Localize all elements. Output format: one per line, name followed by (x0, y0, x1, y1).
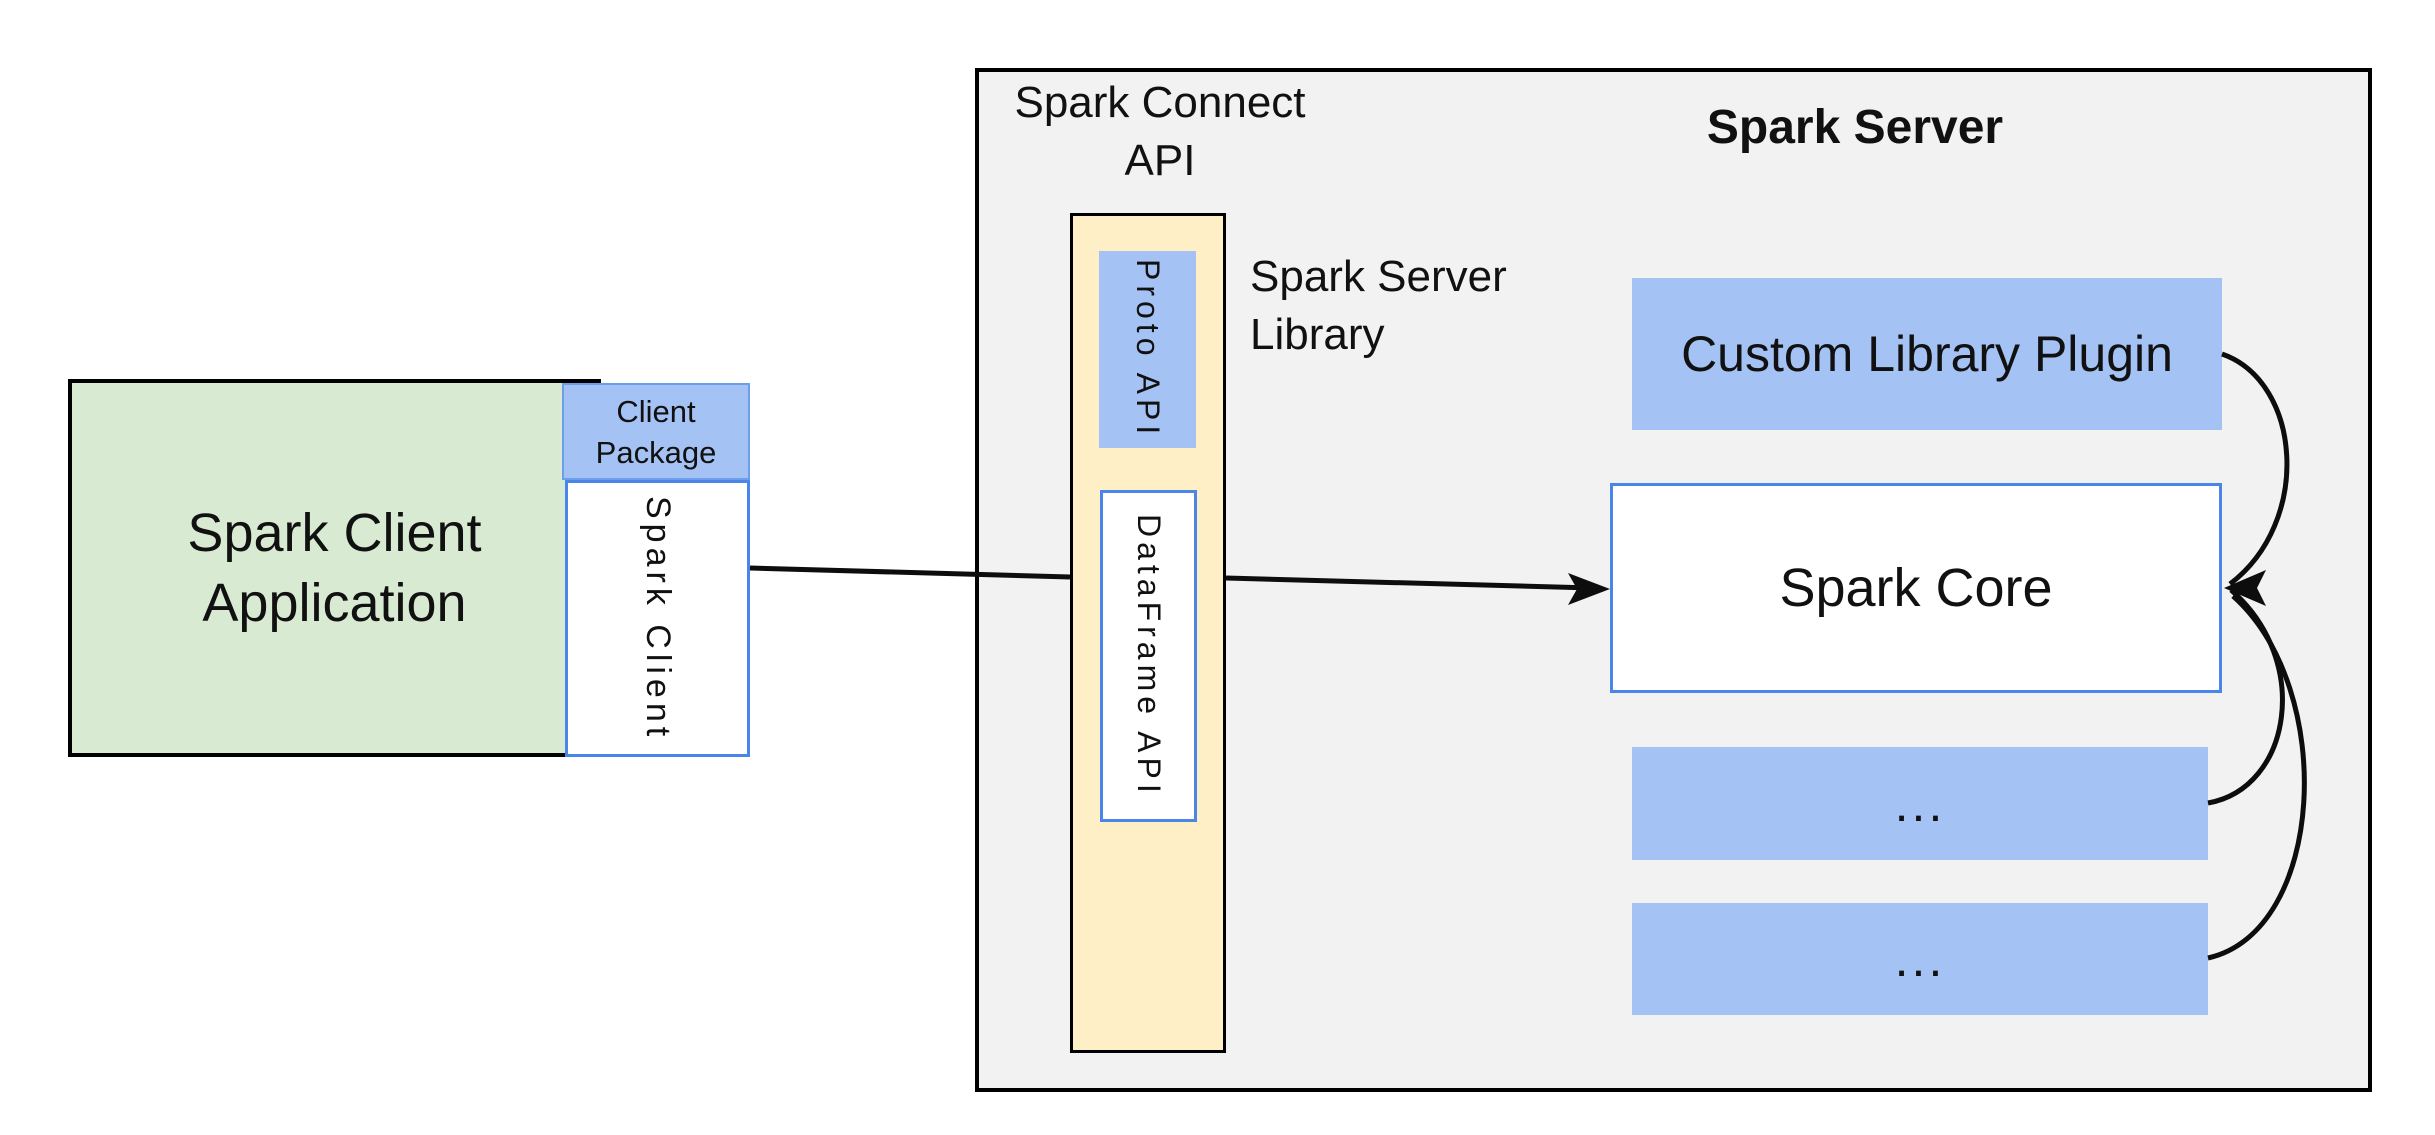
spark-client-application-label: Spark Client Application (187, 503, 482, 633)
custom-library-plugin-box: Custom Library Plugin (1632, 278, 2222, 430)
more-plugins-box-1: ... (1632, 747, 2208, 860)
proto-api-box: Proto API (1099, 251, 1196, 448)
spark-client-label: Spark Client (639, 495, 677, 742)
dataframe-api-label: DataFrame API (1131, 514, 1167, 798)
dataframe-api-box: DataFrame API (1100, 490, 1197, 822)
spark-client-application-box (68, 379, 601, 757)
spark-core-box: Spark Core (1610, 483, 2222, 693)
client-package-box: Client Package (562, 383, 750, 480)
proto-api-label: Proto API (1130, 259, 1166, 440)
spark-server-title: Spark Server (1706, 101, 2004, 154)
spark-connect-api-label: Spark Connect API (1014, 78, 1306, 185)
spark-server-library-label: Spark Server Library (1250, 252, 1507, 359)
spark-client-box: Spark Client (565, 480, 750, 757)
more-plugins-box-2: ... (1632, 903, 2208, 1015)
